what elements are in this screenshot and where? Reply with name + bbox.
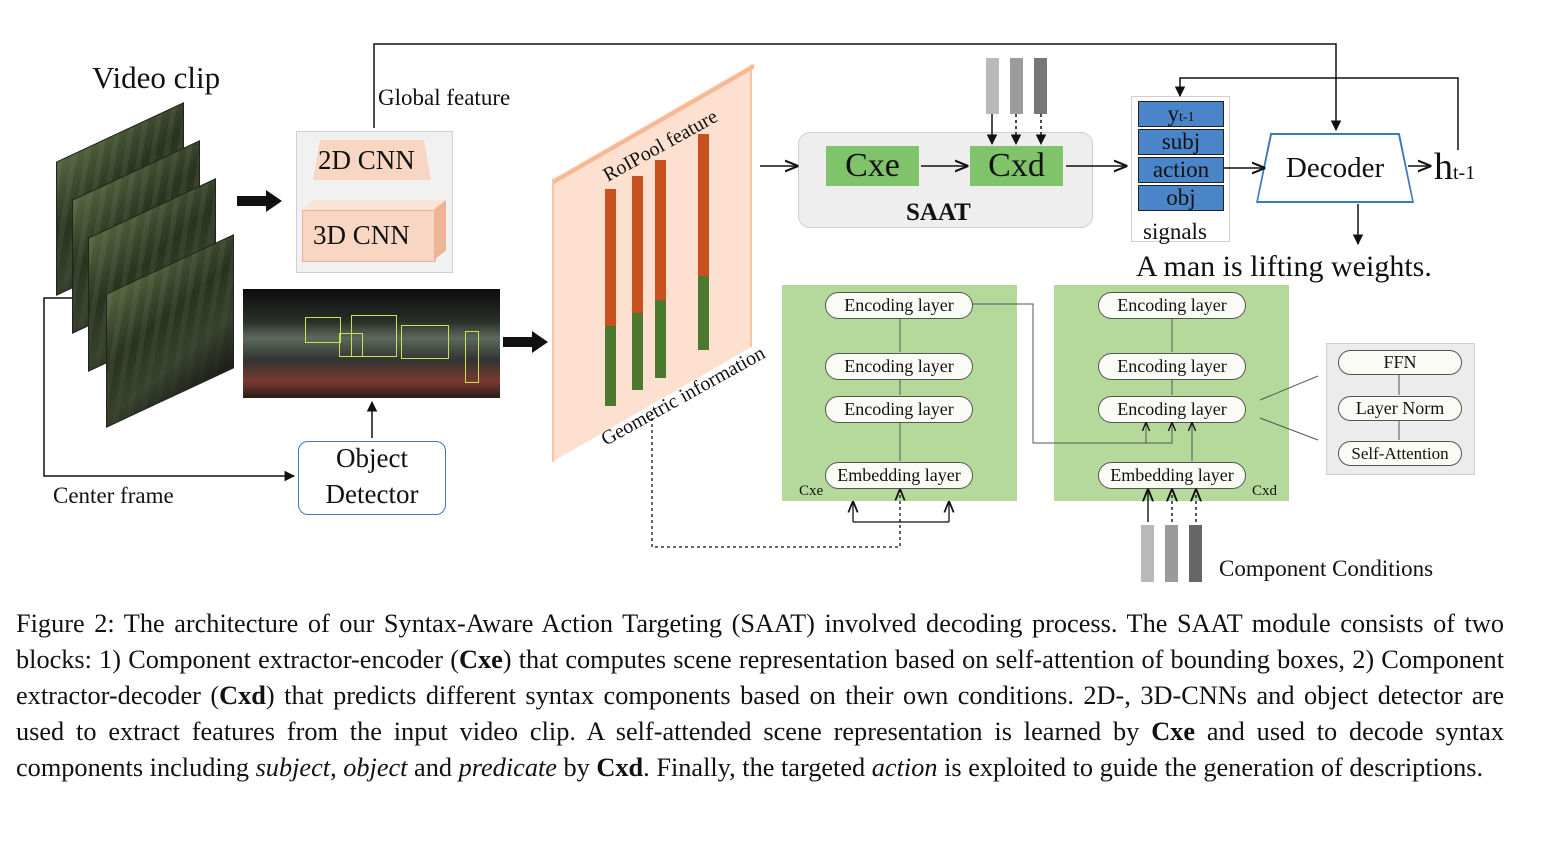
signal-subj: subj bbox=[1138, 129, 1224, 155]
component-conditions-label: Component Conditions bbox=[1219, 556, 1434, 581]
feature-bar-bottom bbox=[632, 313, 643, 390]
cxe-box: Cxe bbox=[826, 146, 919, 186]
caption-bold-cxd: Cxd bbox=[596, 753, 644, 782]
caption-text: , bbox=[330, 753, 344, 782]
cxd-encoding-layer-2: Encoding layer bbox=[1098, 353, 1246, 380]
connector-lines bbox=[43, 43, 1459, 548]
cnn-3d-box bbox=[302, 210, 436, 262]
layer-norm-layer: Layer Norm bbox=[1338, 396, 1462, 421]
caption-italic-predicate: predicate bbox=[458, 753, 557, 782]
decoder-label: Decoder bbox=[1285, 152, 1385, 184]
caption-italic-subject: subject bbox=[255, 753, 331, 782]
caption-text: ) that predicts different syntax compone… bbox=[16, 681, 1505, 746]
video-clip-label: Video clip bbox=[92, 60, 221, 95]
object-detector-line1: Object bbox=[336, 443, 408, 473]
hidden-state-h: h bbox=[1434, 146, 1453, 188]
cxd-embedding-layer: Embedding layer bbox=[1098, 462, 1246, 489]
cxd-encoding-layer-1: Encoding layer bbox=[1098, 396, 1246, 423]
component-condition-bar bbox=[1141, 525, 1154, 582]
caption-italic-action: action bbox=[871, 753, 938, 782]
condition-bar bbox=[1010, 58, 1023, 114]
caption-text: ) that computes scene representation bas… bbox=[16, 645, 1504, 710]
component-condition-bar bbox=[1189, 525, 1202, 582]
bounding-box bbox=[465, 331, 479, 383]
caption-text: . Finally, the targeted bbox=[643, 753, 872, 782]
signals-label: signals bbox=[1143, 219, 1207, 244]
feature-bar-top bbox=[698, 134, 709, 276]
condition-bar bbox=[1034, 58, 1047, 114]
caption-text: by bbox=[556, 753, 597, 782]
cxd-block-tag: Cxd bbox=[1252, 483, 1278, 499]
self-attention-layer: Self-Attention bbox=[1338, 441, 1462, 466]
caption-bold-cxd: Cxd bbox=[219, 681, 266, 710]
caption-text: is exploited to guide the generation of … bbox=[937, 753, 1484, 782]
bold-arrow bbox=[237, 190, 282, 212]
cnn-3d-box-top bbox=[302, 200, 446, 210]
signal-obj: obj bbox=[1138, 185, 1224, 211]
cxe-encoding-layer-3: Encoding layer bbox=[825, 292, 973, 319]
bold-arrow bbox=[503, 331, 548, 353]
global-feature-label: Global feature bbox=[378, 85, 511, 110]
object-detector-box bbox=[298, 441, 446, 515]
cnn-3d-box-side bbox=[434, 200, 446, 260]
ffn-layer: FFN bbox=[1338, 350, 1462, 375]
object-detector-line2: Detector bbox=[325, 479, 419, 509]
caption-text: and bbox=[407, 753, 459, 782]
decoder-box bbox=[1258, 135, 1412, 201]
cnn-3d-label: 3D CNN bbox=[313, 220, 410, 250]
cxe-encoding-layer-1: Encoding layer bbox=[825, 396, 973, 423]
bounding-box bbox=[339, 333, 363, 357]
cnn-2d-label: 2D CNN bbox=[318, 145, 415, 175]
hidden-state-label: ht-1 bbox=[1434, 148, 1475, 186]
bounding-box bbox=[351, 315, 397, 357]
caption-bold-cxe: Cxe bbox=[458, 645, 503, 674]
feature-bar-top bbox=[605, 189, 616, 326]
component-condition-bar bbox=[1165, 525, 1178, 582]
center-frame-image bbox=[243, 289, 500, 398]
caption-bold-cxe: Cxe bbox=[1151, 717, 1195, 746]
caption-italic-object: object bbox=[343, 753, 408, 782]
condition-bar bbox=[986, 58, 999, 114]
caption-text: and used to decode syntax components inc… bbox=[16, 717, 1504, 782]
cnn-2d-box bbox=[313, 140, 431, 180]
feature-bar-bottom bbox=[698, 276, 709, 350]
cxd-encoding-layer-3: Encoding layer bbox=[1098, 292, 1246, 319]
cxe-embedding-layer: Embedding layer bbox=[825, 462, 973, 489]
feature-bar-top bbox=[632, 176, 643, 313]
output-sentence: A man is lifting weights. bbox=[1136, 250, 1432, 283]
feature-bar-bottom bbox=[605, 326, 616, 406]
signal-action: action bbox=[1138, 157, 1224, 183]
cxe-block-tag: Cxe bbox=[799, 483, 824, 499]
bounding-box bbox=[305, 317, 341, 343]
feature-bar-top bbox=[655, 160, 666, 300]
caption-text: Figure 2: The architecture of our Syntax… bbox=[16, 609, 1504, 674]
bounding-box bbox=[401, 325, 449, 359]
cxe-encoding-layer-2: Encoding layer bbox=[825, 353, 973, 380]
signal-y-subscript: t-1 bbox=[1178, 110, 1195, 125]
figure-caption: Figure 2: The architecture of our Syntax… bbox=[16, 606, 1504, 786]
feature-bar-bottom bbox=[655, 300, 666, 378]
center-frame-label: Center frame bbox=[53, 483, 174, 508]
signal-y-label: y bbox=[1167, 101, 1179, 126]
hidden-state-subscript: t-1 bbox=[1453, 162, 1476, 184]
cxd-box: Cxd bbox=[970, 146, 1063, 186]
saat-title: SAAT bbox=[906, 199, 971, 226]
